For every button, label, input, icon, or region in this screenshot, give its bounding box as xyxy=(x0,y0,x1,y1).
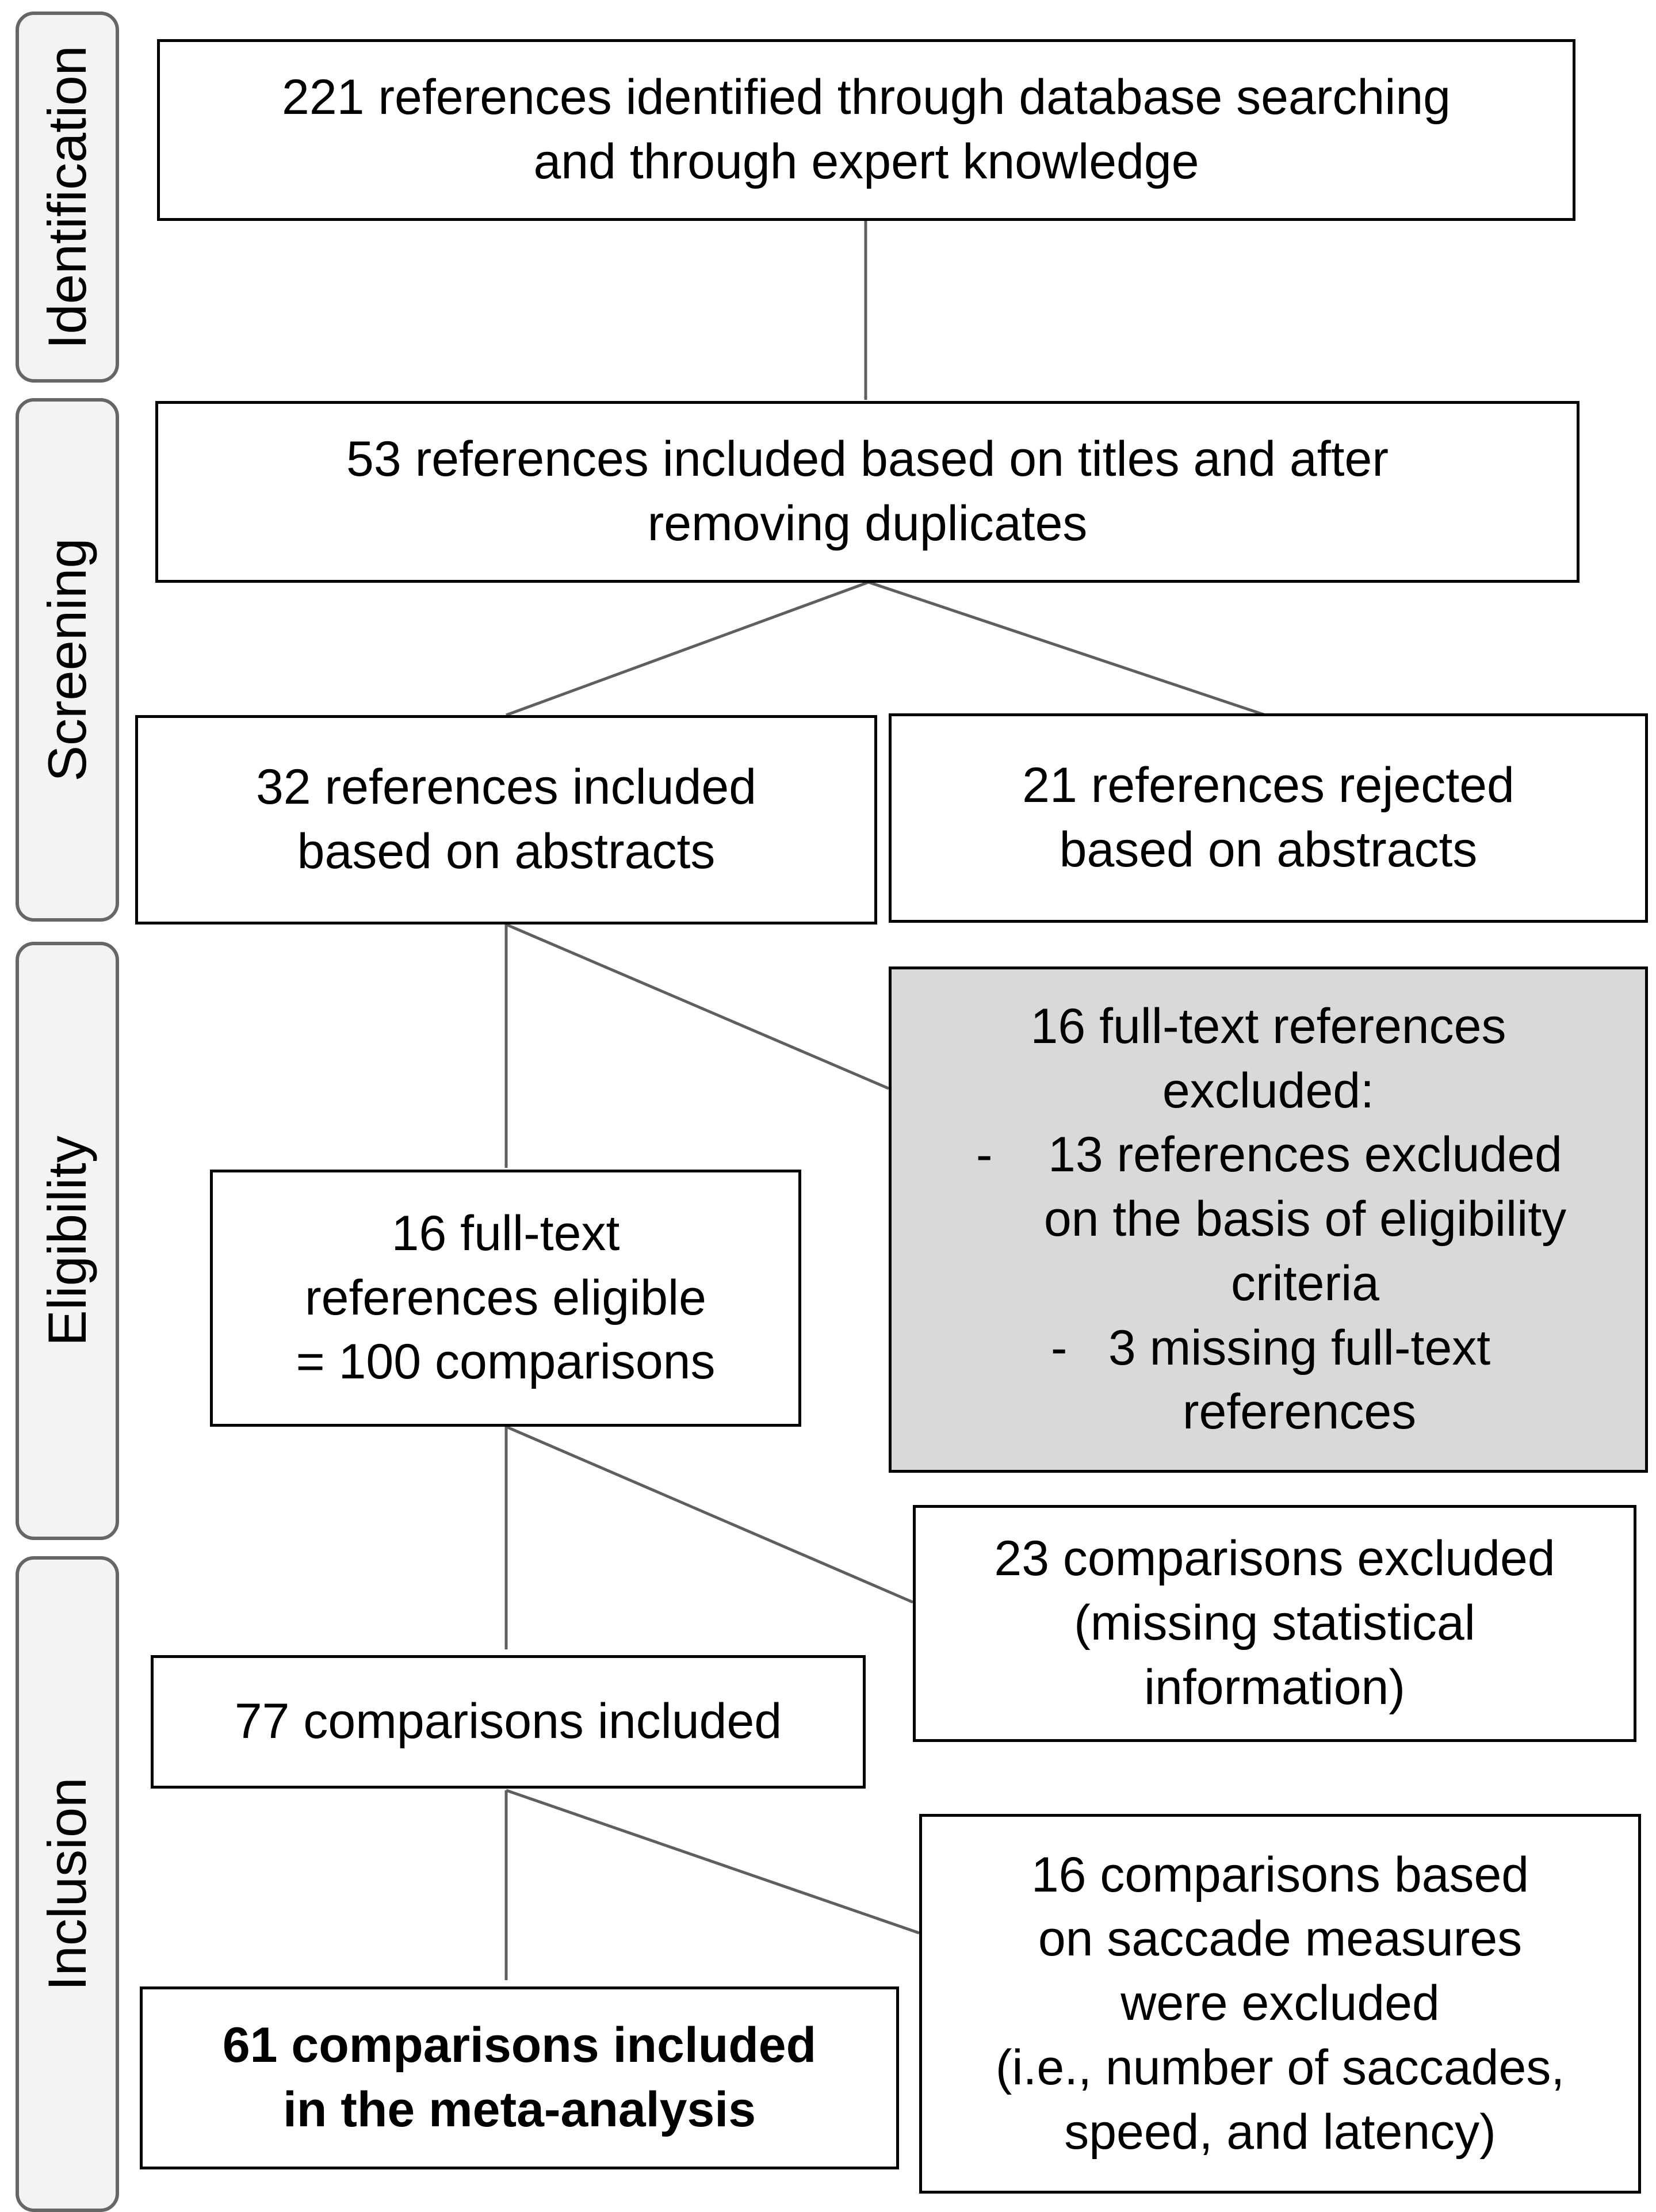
phase-inclusion: Inclusion xyxy=(16,1556,119,2212)
box-abstracts-included-text: 32 references included based on abstract… xyxy=(255,759,757,879)
arrow-eligible-to-comparisons-excluded xyxy=(506,1425,913,1604)
list-item-text: 13 references excluded on the basis of e… xyxy=(1043,1127,1567,1311)
box-comparisons-included: 77 comparisons included xyxy=(151,1655,866,1789)
fulltext-excluded-heading: 16 full-text references excluded: xyxy=(1030,998,1506,1118)
list-item-text: 3 missing full-text references xyxy=(1108,1320,1491,1440)
box-saccade-excluded-text: 16 comparisons based on saccade measures… xyxy=(995,1847,1565,2160)
arrow-titles-to-abstracts-included xyxy=(506,580,869,717)
box-titles-included: 53 references included based on titles a… xyxy=(155,401,1579,583)
box-fulltext-eligible: 16 full-text references eligible = 100 c… xyxy=(210,1170,801,1427)
box-comparisons-excluded-text: 23 comparisons excluded (missing statist… xyxy=(994,1531,1555,1715)
fulltext-excluded-content: 16 full-text references excluded: - 13 r… xyxy=(970,995,1566,1445)
box-abstracts-rejected-text: 21 references rejected based on abstract… xyxy=(1022,758,1515,877)
arrow-abstracts-to-fulltext-excluded xyxy=(506,923,889,1090)
list-item-dash: - xyxy=(976,1127,993,1183)
list-item: - 13 references excluded on the basis of… xyxy=(970,1123,1566,1316)
box-titles-included-text: 53 references included based on titles a… xyxy=(346,431,1389,551)
arrow-titles-to-abstracts-rejected xyxy=(868,580,1266,717)
box-identified: 221 references identified through databa… xyxy=(157,39,1575,221)
list-item-dash: - xyxy=(1050,1320,1068,1376)
phase-identification: Identification xyxy=(16,12,119,383)
fulltext-excluded-list: - 13 references excluded on the basis of… xyxy=(970,1123,1566,1445)
box-identified-text: 221 references identified through databa… xyxy=(282,70,1451,189)
box-comparisons-excluded: 23 comparisons excluded (missing statist… xyxy=(913,1505,1636,1742)
box-saccade-excluded: 16 comparisons based on saccade measures… xyxy=(919,1814,1641,2194)
arrow-included-to-saccade xyxy=(506,1789,920,1935)
phase-screening: Screening xyxy=(16,398,119,922)
list-item: - 3 missing full-text references xyxy=(970,1316,1566,1445)
phase-eligibility: Eligibility xyxy=(16,942,119,1540)
box-comparisons-included-text: 77 comparisons included xyxy=(234,1694,782,1749)
box-fulltext-eligible-text: 16 full-text references eligible = 100 c… xyxy=(296,1205,716,1390)
box-meta-analysis: 61 comparisons included in the meta-anal… xyxy=(140,1986,899,2169)
box-meta-analysis-text: 61 comparisons included in the meta-anal… xyxy=(222,2018,817,2137)
box-abstracts-included: 32 references included based on abstract… xyxy=(135,715,877,924)
box-fulltext-excluded: 16 full-text references excluded: - 13 r… xyxy=(889,966,1648,1473)
box-abstracts-rejected: 21 references rejected based on abstract… xyxy=(889,713,1648,923)
